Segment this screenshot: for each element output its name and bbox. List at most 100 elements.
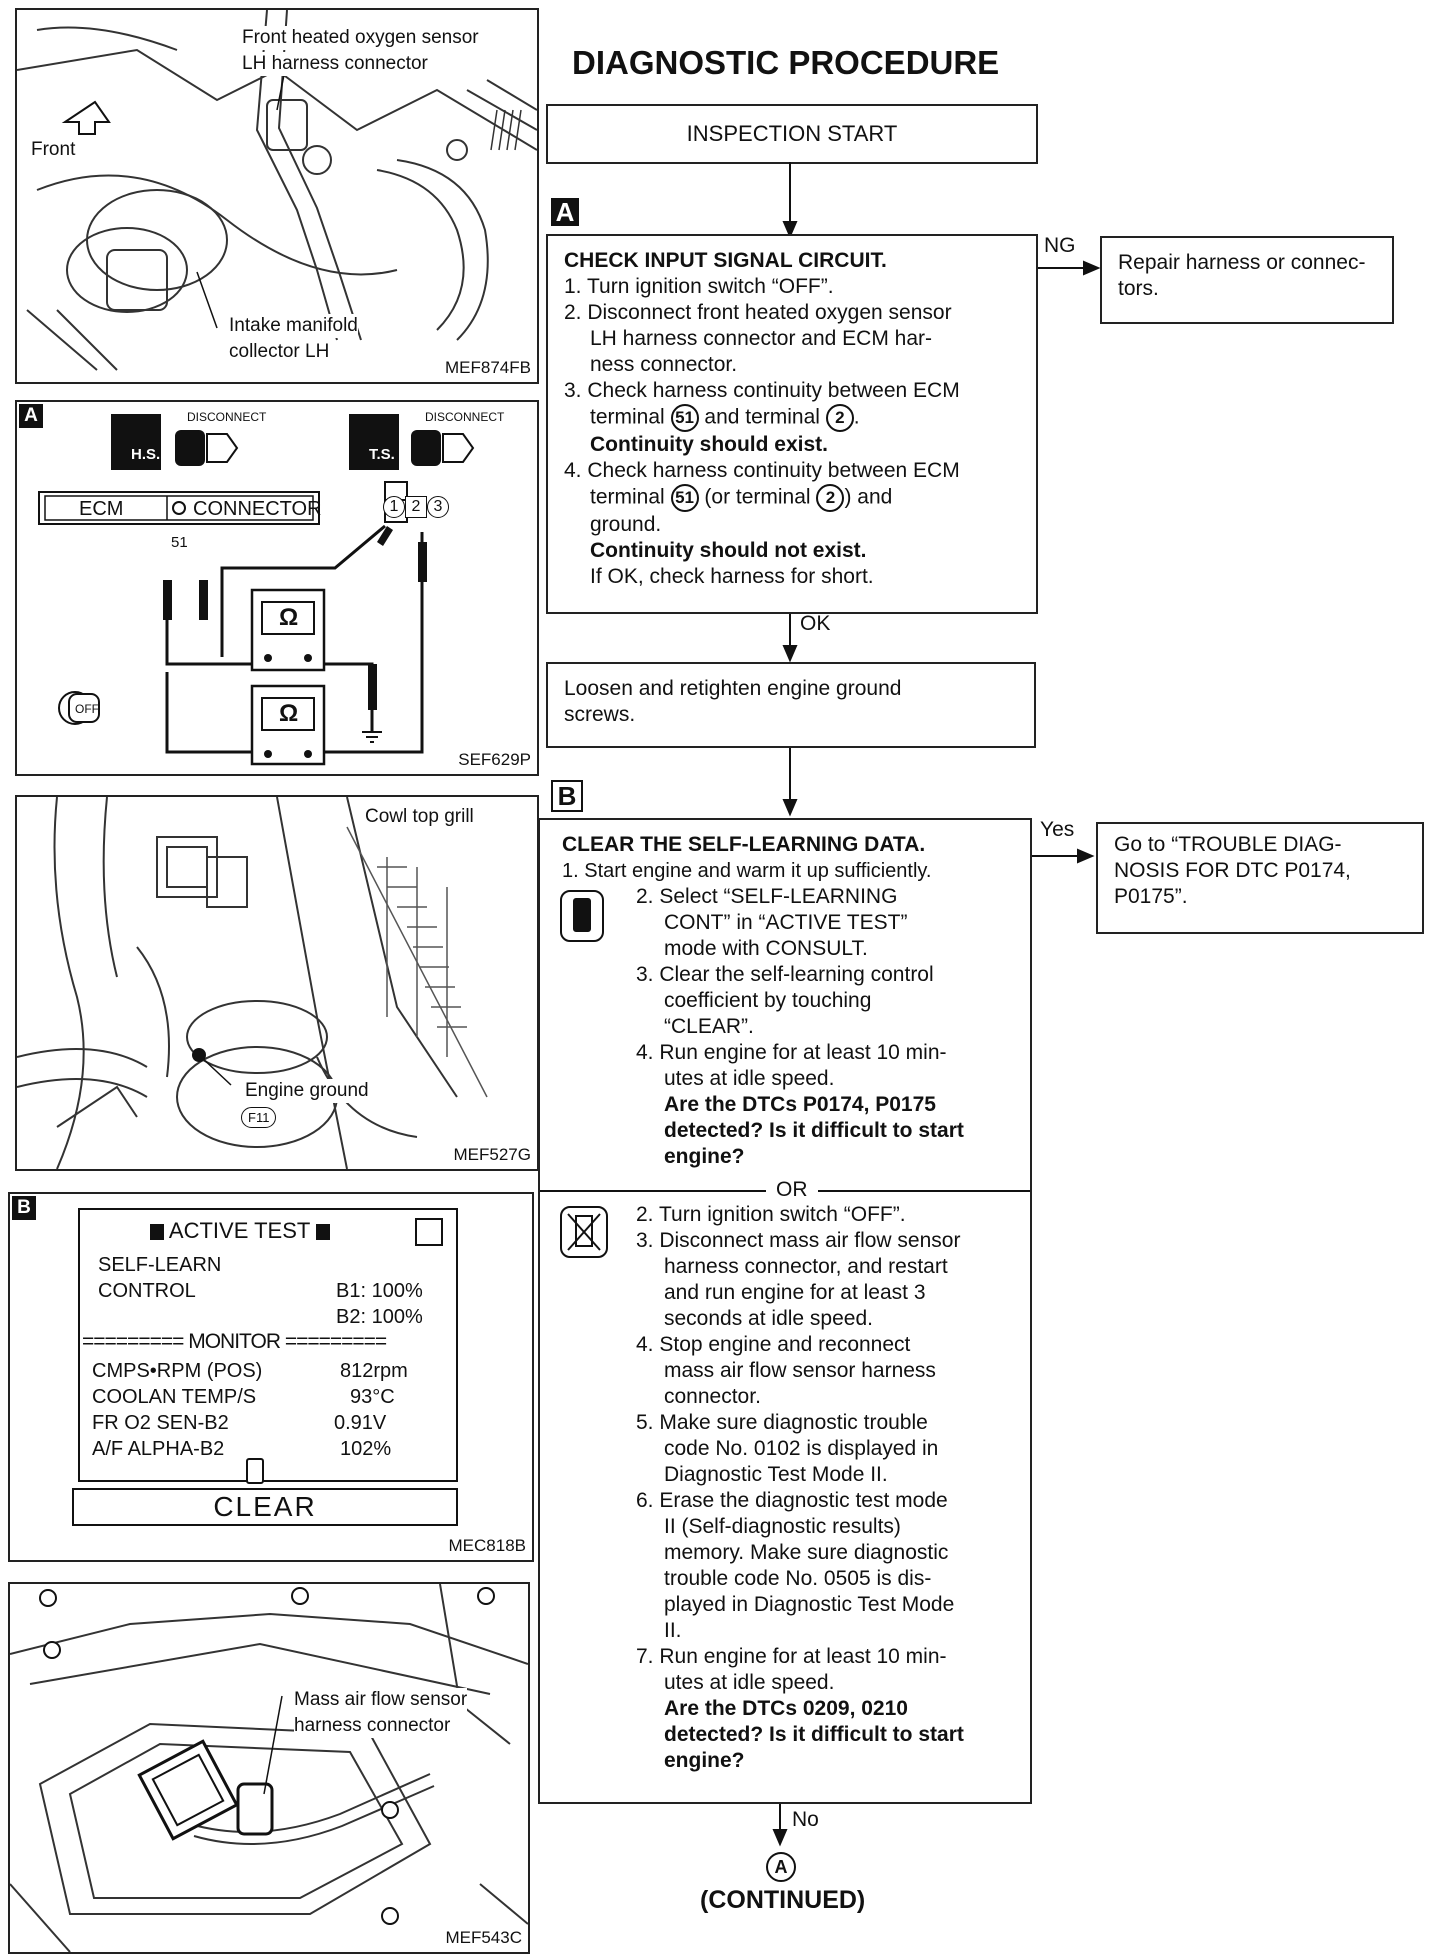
loosen-line: screws.: [564, 703, 636, 726]
goto-content: Go to “TROUBLE DIAG- NOSIS FOR DTC P0174…: [1114, 832, 1351, 910]
figure-oxygen-sensor: Front heated oxygen sensor LH harness co…: [15, 8, 539, 384]
monitor-row-label: A/F ALPHA-B2: [92, 1438, 225, 1460]
figure-consult-screen: B ACTIVE TEST SELF-LEARN CONTROL B1: 100…: [8, 1192, 534, 1562]
step-line: 2. Disconnect front heated oxygen sensor: [564, 301, 952, 324]
screen-frame: [78, 1208, 458, 1482]
step-line: 7. Run engine for at least 10 min-: [636, 1645, 947, 1668]
step-line: II (Self-diagnostic results): [664, 1515, 901, 1538]
b2-value: B2: 100%: [336, 1306, 423, 1328]
monitor-divider: ========= MONITOR =========: [82, 1330, 387, 1353]
step-line: ness connector.: [590, 353, 738, 376]
ignition-off-label: OFF: [75, 702, 99, 716]
monitor-row-value: 102%: [340, 1438, 392, 1460]
step-question: detected? Is it difficult to start: [664, 1119, 964, 1142]
screen-header: ACTIVE TEST: [150, 1218, 331, 1244]
step-line: “CLEAR”.: [664, 1015, 754, 1038]
step-line: trouble code No. 0505 is dis-: [664, 1567, 932, 1590]
disconnect-label: DISCONNECT: [425, 410, 505, 424]
step-line: terminal 51 (or terminal 2) and: [564, 484, 1030, 512]
no-tools-icon: [560, 1206, 608, 1258]
step-line: 1. Turn ignition switch “OFF”.: [564, 275, 834, 298]
step-line: terminal 51 and terminal 2.: [564, 404, 1030, 432]
step-line: mass air flow sensor harness: [664, 1359, 936, 1382]
step-line: coefficient by touching: [664, 989, 872, 1012]
step-line: connector.: [664, 1385, 761, 1408]
page-title: DIAGNOSTIC PROCEDURE: [572, 44, 1000, 81]
step-question: Are the DTCs 0209, 0210: [664, 1697, 908, 1720]
step-line: 6. Erase the diagnostic test mode: [636, 1489, 948, 1512]
active-test-title: ACTIVE TEST: [168, 1218, 310, 1243]
figure-label: Cowl top grill: [365, 805, 474, 829]
step-line: CONT” in “ACTIVE TEST”: [664, 911, 908, 934]
self-learn-label: SELF-LEARN: [98, 1254, 222, 1276]
loosen-box: Loosen and retighten engine ground screw…: [546, 662, 1036, 748]
step-tag-b: B: [12, 1196, 36, 1220]
step-line: II.: [664, 1619, 682, 1642]
monitor-row-label: CMPS•RPM (POS): [92, 1360, 263, 1382]
step-text: and terminal: [704, 405, 820, 429]
control-label: CONTROL: [98, 1280, 196, 1302]
step-line: 3. Disconnect mass air flow sensor: [636, 1229, 961, 1252]
step-line: 4. Stop engine and reconnect: [636, 1333, 911, 1356]
inspection-start-box: INSPECTION START: [546, 104, 1038, 164]
f11-label: F11: [241, 1107, 277, 1128]
step-line: utes at idle speed.: [664, 1067, 835, 1090]
ok-label: OK: [800, 612, 831, 635]
step-tag-b: B: [551, 780, 583, 812]
continuation-connector: A: [766, 1852, 796, 1882]
monitor-row-value: 0.91V: [334, 1412, 387, 1434]
loosen-content: Loosen and retighten engine ground screw…: [564, 676, 901, 728]
terminal-51-badge: 51: [670, 404, 699, 432]
goto-trouble-diagnosis-box: Go to “TROUBLE DIAG- NOSIS FOR DTC P0174…: [1096, 822, 1424, 934]
step-question: Are the DTCs P0174, P0175: [664, 1093, 936, 1116]
terminal-51-badge: 51: [670, 484, 699, 512]
step-line: mode with CONSULT.: [664, 937, 868, 960]
step-line: and run engine for at least 3: [664, 1281, 926, 1304]
monitor-row-value: 812rpm: [340, 1360, 408, 1382]
checkbox-icon: [415, 1218, 443, 1246]
step-a-content: CHECK INPUT SIGNAL CIRCUIT. 1. Turn igni…: [564, 248, 1030, 590]
ng-label: NG: [1044, 234, 1076, 257]
goto-line: Go to “TROUBLE DIAG-: [1114, 833, 1342, 856]
yes-label: Yes: [1040, 818, 1075, 841]
terminal-label: 51: [171, 534, 188, 551]
step-line: seconds at idle speed.: [664, 1307, 873, 1330]
or-label: OR: [766, 1178, 818, 1202]
step-result: Continuity should exist.: [590, 433, 829, 456]
square-icon: [316, 1224, 331, 1241]
connector-label: CONNECTOR: [193, 498, 322, 520]
step-b-content: CLEAR THE SELF-LEARNING DATA. 1. Start e…: [562, 832, 1028, 1170]
step-line: played in Diagnostic Test Mode: [664, 1593, 955, 1616]
figure-label: Engine ground: [245, 1079, 369, 1103]
step-line: 5. Make sure diagnostic trouble: [636, 1411, 928, 1434]
figure-label: collector LH: [229, 340, 330, 364]
step-line: 2. Turn ignition switch “OFF”.: [636, 1203, 906, 1226]
repair-line: Repair harness or connec-: [1118, 251, 1366, 274]
clear-button[interactable]: CLEAR: [72, 1488, 458, 1526]
step-text: ) and: [844, 485, 893, 509]
goto-line: NOSIS FOR DTC P0174,: [1114, 859, 1351, 882]
cursor-hand-icon: [246, 1458, 264, 1484]
consult-tester-icon: [560, 890, 604, 942]
step-result: Continuity should not exist.: [590, 539, 867, 562]
monitor-row-label: COOLAN TEMP/S: [92, 1386, 257, 1408]
figure-engine-ground: Cowl top grill Engine ground F11 MEF527G: [15, 795, 539, 1171]
monitor-row-label: FR O2 SEN-B2: [92, 1412, 229, 1434]
continued-label: (CONTINUED): [700, 1886, 866, 1914]
terminal-2-badge: 2: [825, 404, 854, 432]
inspection-start-label: INSPECTION START: [686, 121, 898, 146]
figure-code: MEF527G: [453, 1145, 531, 1164]
figure-code: MEF543C: [445, 1928, 522, 1947]
repair-box: Repair harness or connec- tors.: [1100, 236, 1394, 324]
step-b-alt-content: 2. Turn ignition switch “OFF”. 3. Discon…: [562, 1202, 1028, 1774]
figure-code: MEC818B: [448, 1536, 526, 1555]
goto-line: P0175”.: [1114, 885, 1188, 908]
b1-value: B1: 100%: [336, 1280, 423, 1302]
figure-code: SEF629P: [458, 750, 531, 769]
step-line: 2. Select “SELF-LEARNING: [636, 885, 898, 908]
disconnect-label: DISCONNECT: [187, 410, 267, 424]
figure-label: LH harness connector: [242, 52, 428, 76]
step-heading: CLEAR THE SELF-LEARNING DATA.: [562, 833, 926, 856]
